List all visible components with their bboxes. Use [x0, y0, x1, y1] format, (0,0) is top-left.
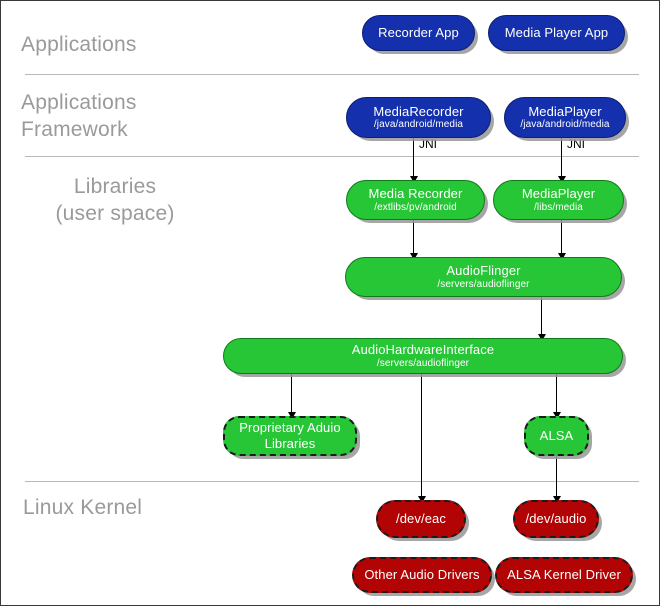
connector-alsa-to-dev-audio — [556, 456, 557, 500]
divider-applications — [25, 74, 639, 75]
node-title: ALSA Kernel Driver — [507, 566, 621, 582]
connector-mediaplayer-to-lib — [561, 138, 562, 180]
node-title: AudioHardwareInterface — [351, 342, 495, 358]
connector-ahi-to-alsa — [556, 374, 557, 416]
node-title: AudioFlinger — [446, 263, 521, 279]
arrowhead-ahi-to-alsa — [553, 412, 561, 419]
node-title: Recorder App — [378, 24, 459, 40]
arrowhead-ahi-to-proprietary-libs — [288, 412, 296, 419]
node-subtitle: /extlibs/pv/android — [374, 201, 457, 213]
node-title: /dev/audio — [525, 510, 587, 526]
connector-mediarecorderlib-to-audioflinger — [413, 220, 414, 257]
node-title: Other Audio Drivers — [364, 566, 480, 582]
node-subtitle: /java/android/media — [520, 119, 610, 131]
node-subtitle: /libs/media — [534, 201, 583, 213]
node-title: MediaRecorder — [373, 103, 464, 119]
node-recorder-app[interactable]: Recorder App — [362, 15, 475, 51]
node-subtitle: /java/android/media — [373, 119, 464, 131]
divider-applications-framework — [25, 156, 639, 157]
node-audiohardwareinterface[interactable]: AudioHardwareInterface /servers/audiofli… — [223, 338, 623, 374]
node-media-player-app[interactable]: Media Player App — [488, 15, 625, 51]
node-alsa-kernel-driver[interactable]: ALSA Kernel Driver — [495, 557, 633, 593]
node-audioflinger[interactable]: AudioFlinger /servers/audioflinger — [345, 257, 622, 297]
edge-label-jni-player: JNI — [567, 137, 585, 151]
connector-mediarecorder-to-lib — [413, 138, 414, 180]
layer-label-libraries: Libraries (user space) — [55, 175, 175, 225]
connector-ahi-to-dev-eac — [421, 374, 422, 500]
node-subtitle: /servers/audioflinger — [376, 357, 470, 369]
node-media-recorder-lib[interactable]: Media Recorder /extlibs/pv/android — [346, 180, 485, 220]
node-title: MediaPlayer — [528, 103, 602, 119]
layer-label-applications-framework: Applications Framework — [21, 91, 137, 141]
node-title: Media Player App — [504, 24, 609, 40]
node-proprietary-audio-libraries[interactable]: Proprietary Aduio Libraries — [223, 416, 357, 456]
layer-label-linux-kernel: Linux Kernel — [23, 496, 143, 519]
node-mediaplayer-lib[interactable]: MediaPlayer /libs/media — [493, 180, 624, 220]
node-dev-audio[interactable]: /dev/audio — [513, 500, 599, 538]
edge-label-jni-recorder: JNI — [419, 137, 437, 151]
node-title: /dev/eac — [396, 510, 446, 526]
node-other-audio-drivers[interactable]: Other Audio Drivers — [352, 557, 492, 593]
divider-libraries — [25, 481, 639, 482]
connector-ahi-to-proprietary-libs — [291, 374, 292, 416]
node-title: Media Recorder — [368, 186, 463, 202]
node-alsa[interactable]: ALSA — [524, 416, 589, 456]
node-title: MediaPlayer — [521, 186, 596, 202]
node-mediaplayer-framework[interactable]: MediaPlayer /java/android/media — [504, 97, 626, 138]
connector-audioflinger-to-ahi — [541, 297, 542, 338]
layer-label-applications: Applications — [21, 33, 137, 56]
node-dev-eac[interactable]: /dev/eac — [376, 500, 466, 538]
node-title: Proprietary Aduio Libraries — [239, 419, 341, 451]
node-subtitle: /servers/audioflinger — [437, 278, 530, 290]
node-mediarecorder-framework[interactable]: MediaRecorder /java/android/media — [346, 97, 491, 138]
node-title: ALSA — [539, 427, 574, 443]
connector-mediaplayerlib-to-audioflinger — [561, 220, 562, 257]
